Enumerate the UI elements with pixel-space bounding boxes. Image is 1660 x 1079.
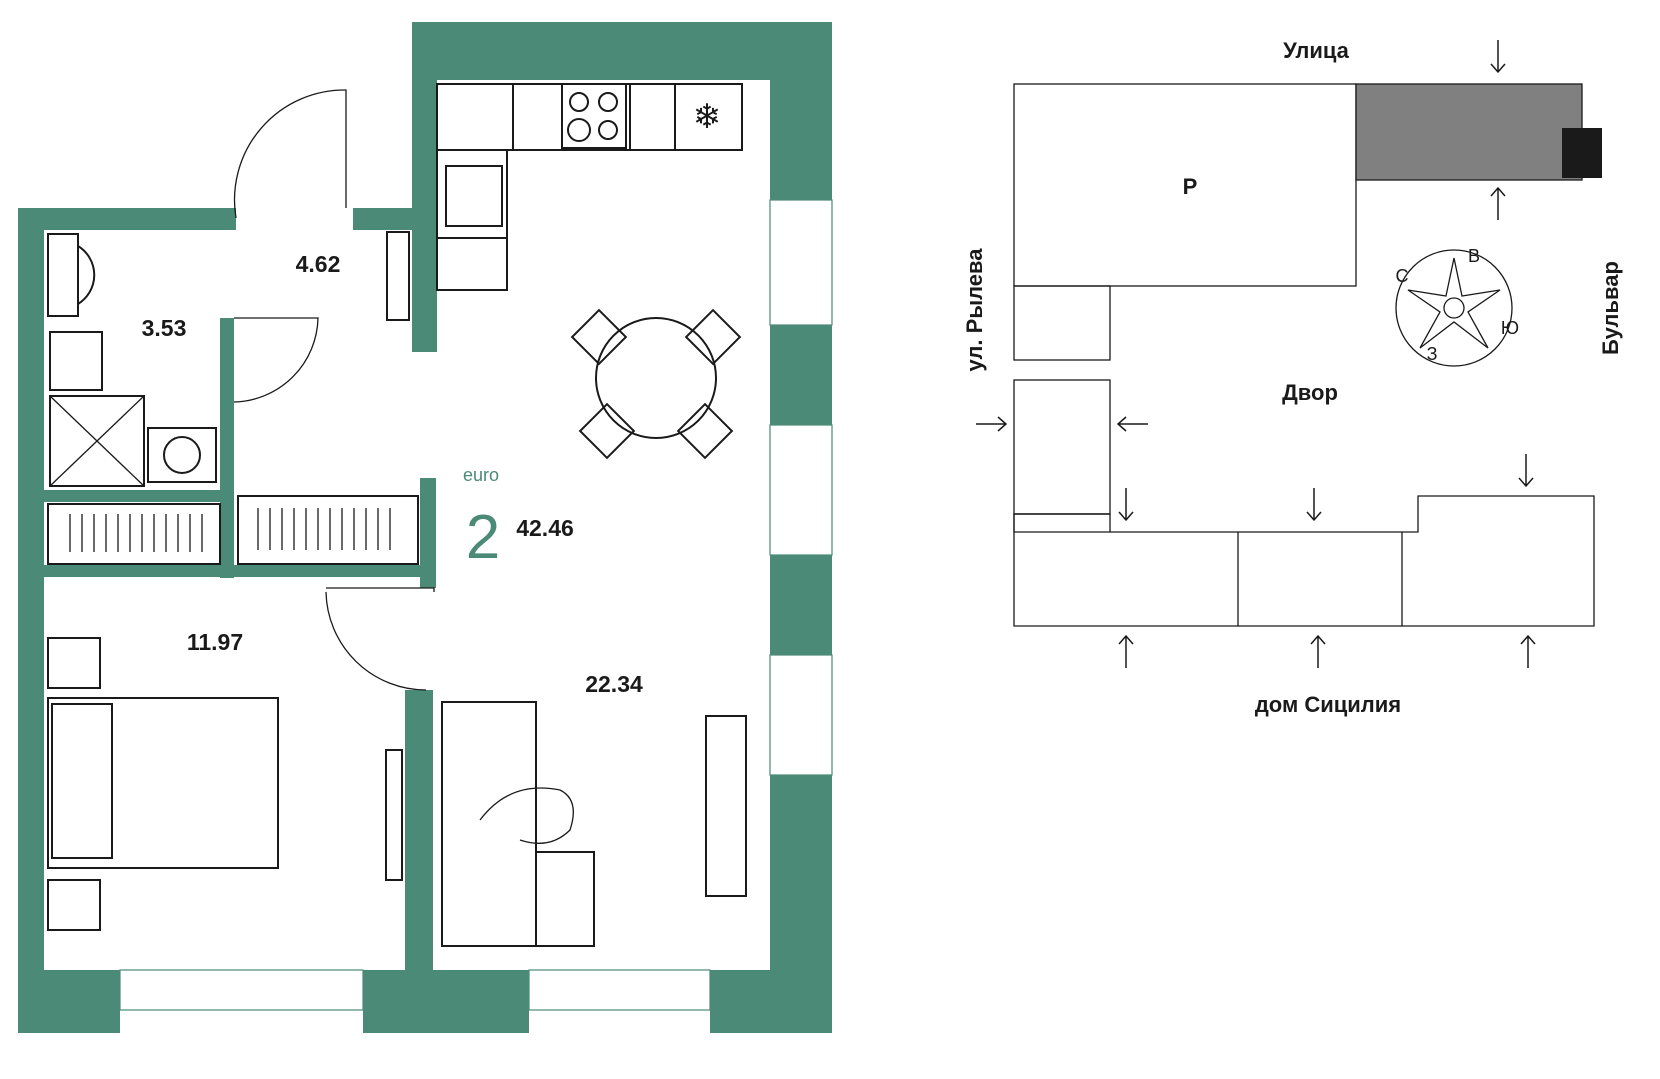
windows: [119, 199, 833, 1011]
compass-south: Ю: [1501, 318, 1519, 338]
radiator-hall: [386, 231, 410, 321]
street-top-label: Улица: [1283, 38, 1350, 63]
entrance-arrows: [976, 40, 1536, 668]
courtyard-label: Двор: [1282, 380, 1338, 405]
compass-east: В: [1468, 246, 1480, 266]
building-bottom-label: дом Сицилия: [1255, 692, 1401, 717]
kitchen-set: ❄: [436, 83, 743, 291]
floor-plan: ❄: [18, 22, 833, 1033]
site-plan: С В Ю З Р Улица Двор дом Сицилия ул. Рыл…: [962, 38, 1623, 717]
exterior-walls: [18, 22, 832, 1033]
street-right-label: Бульвар: [1598, 261, 1623, 355]
room-area-kitchen-living: 22.34: [585, 671, 643, 697]
interior-walls: [44, 318, 436, 980]
room-area-bathroom: 3.53: [142, 315, 187, 341]
apartment-total-area: 42.46: [516, 515, 574, 541]
snowflake-icon: ❄: [693, 98, 722, 136]
wardrobes: [47, 495, 419, 565]
doors: [233, 89, 435, 691]
bedroom-furniture: [47, 637, 403, 931]
room-area-hall: 4.62: [296, 251, 341, 277]
highlighted-building: [1355, 83, 1583, 181]
compass: С В Ю З: [1395, 246, 1519, 367]
apartment-type-label: euro: [463, 465, 499, 485]
compass-west: З: [1427, 344, 1438, 364]
living-furniture: [441, 701, 747, 947]
apartment-rooms-count: 2: [466, 503, 500, 572]
room-area-bedroom: 11.97: [187, 629, 243, 655]
dining-table: [570, 308, 742, 460]
parking-label: Р: [1183, 174, 1198, 199]
street-left-label: ул. Рылева: [962, 248, 987, 372]
bathroom-fixtures: [47, 233, 217, 487]
compass-north: С: [1396, 266, 1409, 286]
